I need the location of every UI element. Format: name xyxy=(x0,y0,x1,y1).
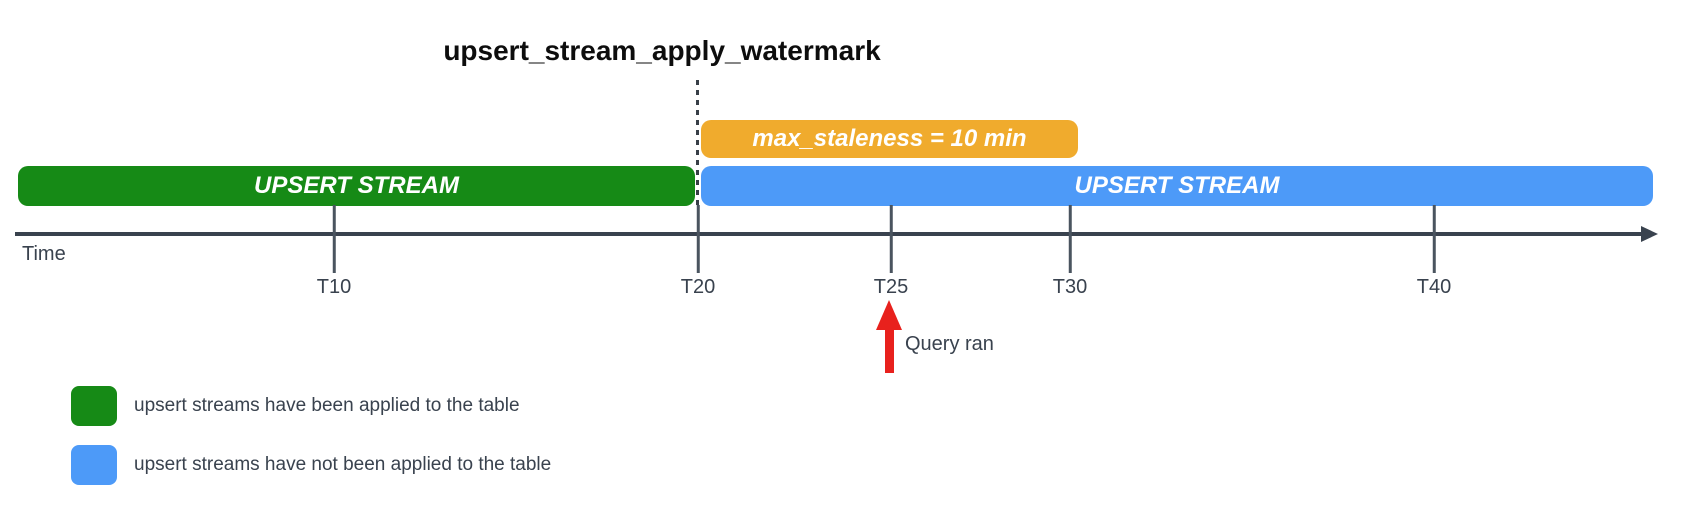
upsert-stream-applied-bar: UPSERT STREAM xyxy=(18,166,695,206)
tick-t40-line xyxy=(1432,205,1436,273)
query-ran-arrow-icon xyxy=(876,300,902,373)
max-staleness-bar: max_staleness = 10 min xyxy=(701,120,1078,158)
tick-t30-label: T30 xyxy=(1052,276,1088,298)
time-axis-label: Time xyxy=(22,243,66,265)
tick-t30: T30 xyxy=(1053,205,1087,299)
diagram-title: upsert_stream_apply_watermark xyxy=(443,35,881,66)
legend-row-unapplied: upsert streams have not been applied to … xyxy=(71,445,551,485)
tick-t40-label: T40 xyxy=(1416,276,1452,298)
upsert-stream-unapplied-bar: UPSERT STREAM xyxy=(701,166,1653,206)
tick-t30-line xyxy=(1068,205,1072,273)
tick-t10-label: T10 xyxy=(316,276,352,298)
tick-t10-line xyxy=(332,205,336,273)
max-staleness-bar-label: max_staleness = 10 min xyxy=(752,125,1027,152)
query-ran-arrow-head xyxy=(876,300,902,330)
tick-t25: T25 xyxy=(874,205,908,299)
legend-swatch-blue xyxy=(71,445,117,485)
tick-t20-label: T20 xyxy=(680,276,716,298)
time-axis-arrowhead-icon xyxy=(1641,226,1658,242)
query-ran-arrow-shaft xyxy=(884,329,894,373)
watermark-dashed-line xyxy=(696,80,699,208)
upsert-stream-applied-bar-label: UPSERT STREAM xyxy=(254,172,459,199)
tick-t40: T40 xyxy=(1417,205,1451,299)
tick-t25-label: T25 xyxy=(873,276,909,298)
tick-t25-line xyxy=(889,205,893,273)
legend-label-applied: upsert streams have been applied to the … xyxy=(134,395,520,416)
legend-swatch-green xyxy=(71,386,117,426)
upsert-stream-unapplied-bar-label: UPSERT STREAM xyxy=(1074,172,1280,199)
tick-t20: T20 xyxy=(681,205,715,299)
time-axis-line xyxy=(15,232,1643,236)
legend: upsert streams have been applied to the … xyxy=(71,386,551,485)
tick-t10: T10 xyxy=(317,205,351,299)
tick-t20-line xyxy=(696,205,700,273)
legend-label-unapplied: upsert streams have not been applied to … xyxy=(134,454,552,475)
legend-row-applied: upsert streams have been applied to the … xyxy=(71,386,551,426)
query-ran-label: Query ran xyxy=(905,333,994,355)
